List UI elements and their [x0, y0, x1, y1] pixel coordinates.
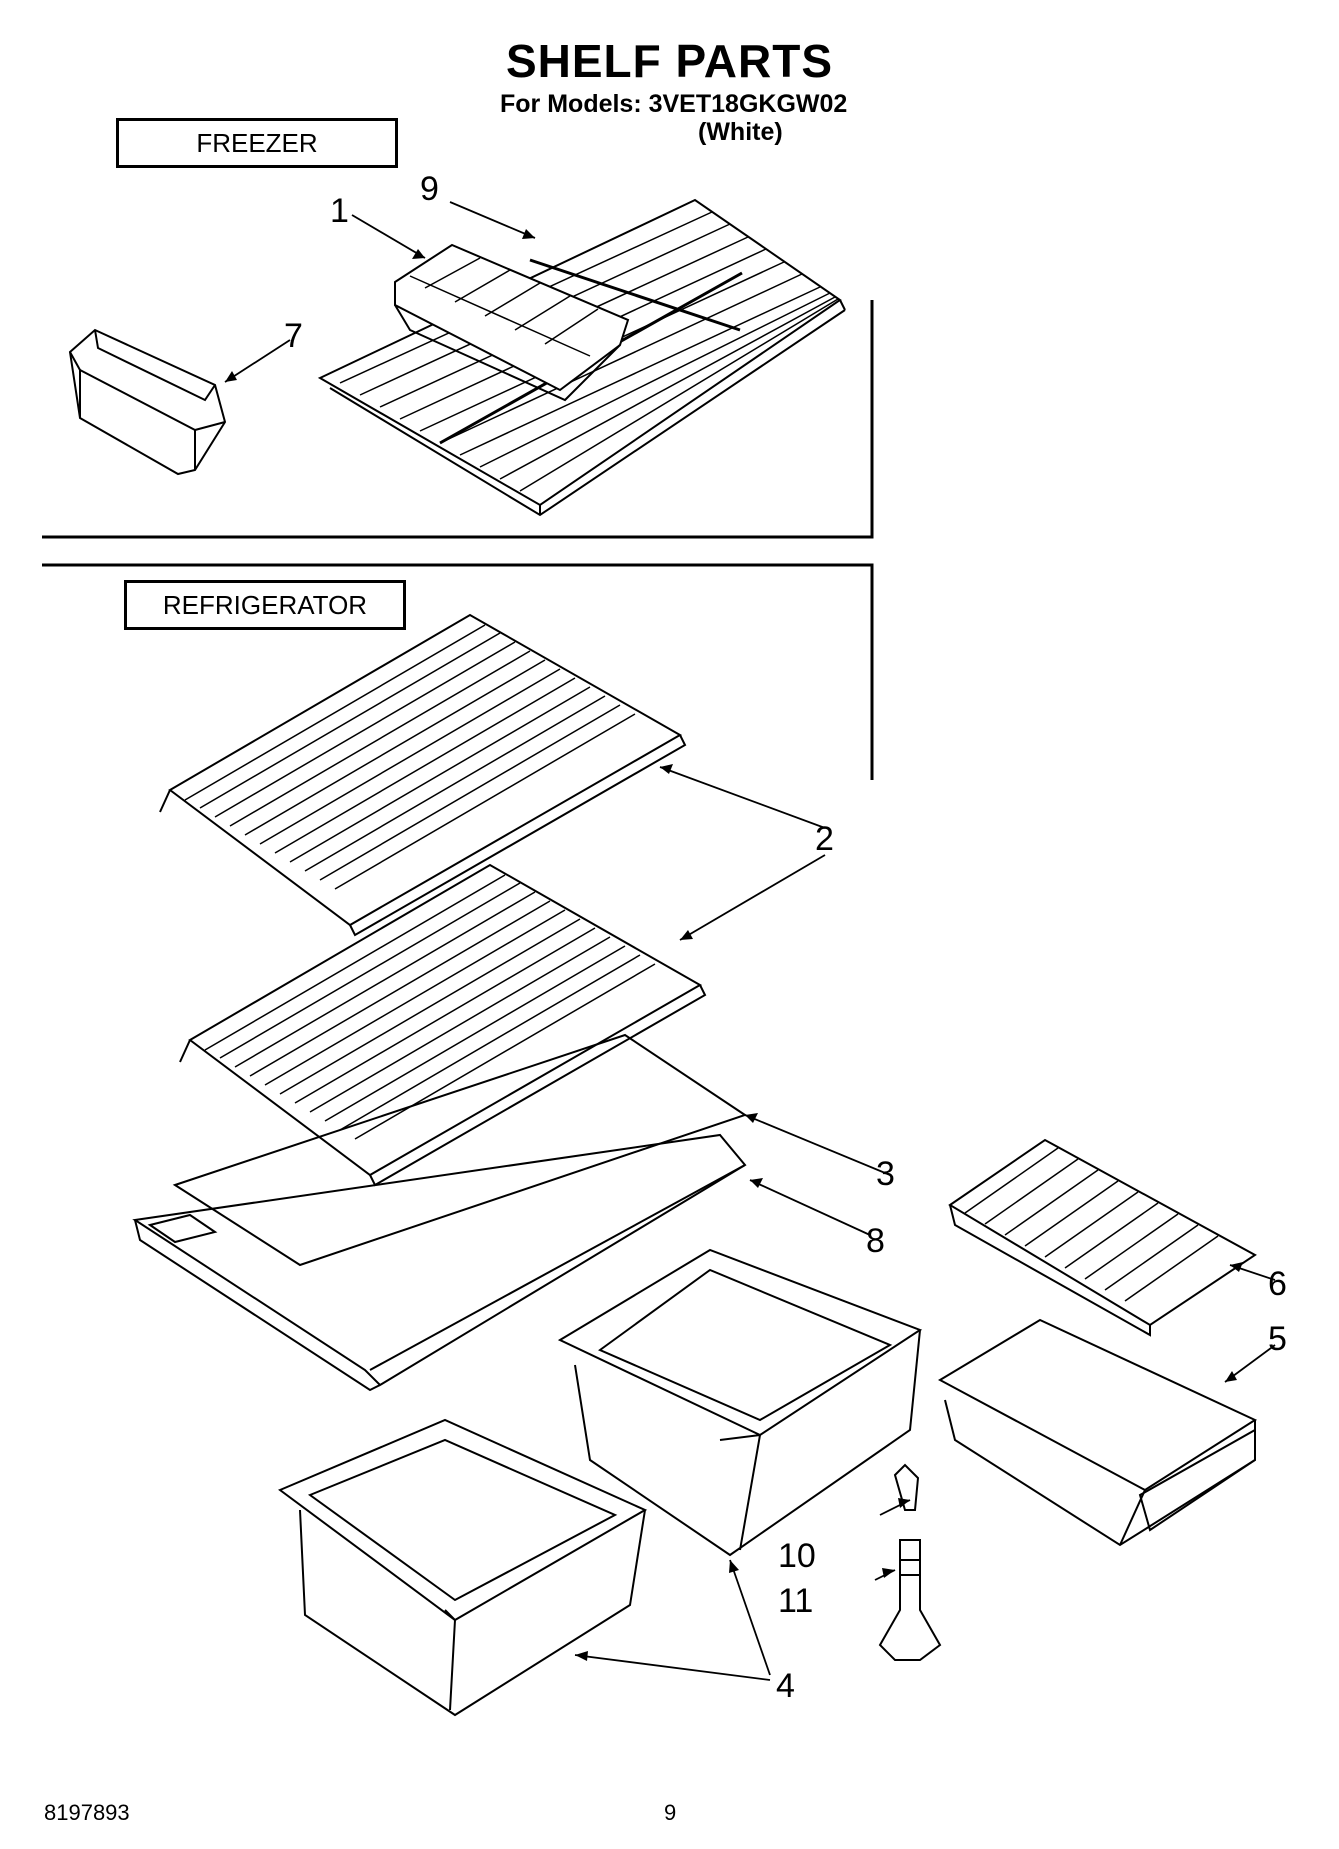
page-number: 9 — [664, 1800, 677, 1825]
refrigerator-label-text: REFRIGERATOR — [162, 590, 368, 620]
freezer-frame — [42, 300, 874, 539]
freezer-section-label: FREEZER — [116, 118, 398, 168]
page-title: SHELF PARTS — [505, 35, 834, 87]
wire-divider-part-6 — [948, 1138, 1257, 1337]
ice-tray-part-1 — [394, 243, 630, 402]
callout-1: 1 — [330, 192, 349, 230]
refrigerator-frame — [42, 563, 874, 780]
meat-pan-part-5 — [937, 1318, 1258, 1547]
callout-6: 6 — [1268, 1265, 1287, 1303]
crisper-frame-part-8 — [132, 1133, 747, 1392]
callout-5: 5 — [1268, 1320, 1287, 1358]
door-bin-part-7 — [68, 328, 227, 476]
callout-2: 2 — [815, 820, 834, 858]
models-line: For Models: 3VET18GKGW02 — [500, 90, 848, 118]
callout-8: 8 — [866, 1222, 885, 1260]
leveling-leg-parts-10-11 — [878, 1463, 942, 1661]
glass-shelf-lower-part-2 — [179, 863, 707, 1187]
freezer-label-text: FREEZER — [196, 128, 318, 158]
callout-4: 4 — [776, 1667, 795, 1705]
callout-9: 9 — [420, 170, 439, 208]
callout-labels: 1 9 7 2 3 8 6 5 10 11 4 — [284, 170, 1287, 1705]
callout-11: 11 — [778, 1582, 813, 1620]
crisper-drawer-right-part-4 — [557, 1248, 923, 1557]
refrigerator-section-label: REFRIGERATOR — [124, 580, 406, 630]
color-line: (White) — [698, 118, 783, 146]
document-number: 8197893 — [44, 1800, 130, 1825]
callout-3: 3 — [876, 1155, 895, 1193]
callout-7: 7 — [284, 317, 303, 355]
glass-shelf-upper-part-2 — [159, 613, 687, 937]
callout-10: 10 — [778, 1537, 816, 1575]
crisper-drawer-left-part-4 — [278, 1418, 648, 1717]
